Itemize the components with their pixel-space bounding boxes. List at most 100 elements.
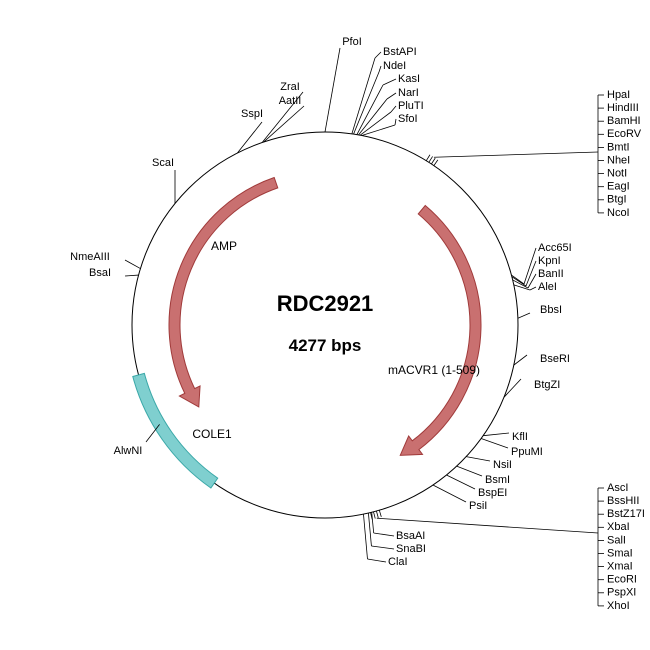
site-tick-bsai (124, 274, 139, 277)
site-tick-psii (432, 484, 467, 503)
site-label-noti: NotI (607, 168, 627, 180)
site-label-ecorv: EcoRV (607, 128, 642, 140)
site-label-aatii: AatII (279, 95, 302, 107)
site-label-sali: SalI (607, 534, 626, 546)
site-label-hpai: HpaI (607, 89, 630, 101)
site-label-acc65i: Acc65I (538, 242, 572, 254)
site-label-xmai: XmaI (607, 561, 633, 573)
site-leader-alei (529, 286, 537, 291)
site-label-alei: AleI (538, 281, 557, 293)
site-label-eagi: EagI (607, 181, 630, 193)
site-label-btgi: BtgI (607, 194, 627, 206)
site-label-bamhi: BamHI (607, 115, 641, 127)
site-tick-kfli (483, 432, 510, 437)
site-leader-clai (367, 558, 387, 563)
site-leader-kasi (382, 78, 397, 86)
mcs_bottom-tick (373, 511, 376, 519)
site-leader-banii (527, 273, 537, 289)
site-tick-bbsi (517, 312, 531, 319)
plasmid-size: 4277 bps (289, 336, 362, 355)
site-label-ndei: NdeI (383, 60, 406, 72)
site-tick-nari (358, 98, 388, 136)
feature-label-macvr1: mACVR1 (1-509) (388, 363, 480, 377)
site-label-bsshii: BssHII (607, 495, 639, 507)
plasmid-name: RDC2921 (277, 291, 374, 316)
site-label-sspi: SspI (241, 108, 263, 120)
feature-arrow-macvr1 (399, 204, 482, 456)
site-tick-snabi (368, 513, 372, 547)
site-label-kasi: KasI (398, 73, 420, 85)
site-label-zrai: ZraI (280, 81, 300, 93)
site-leader-ndei (378, 65, 382, 73)
mcs_bottom-tick (376, 510, 379, 518)
site-tick-sspi (237, 121, 263, 154)
mcs_bottom-hub-line (376, 517, 599, 534)
site-tick-bsaai (371, 512, 375, 534)
site-label-asci: AscI (607, 482, 628, 494)
site-leader-kpni (525, 260, 537, 287)
site-tick-clai (363, 514, 368, 560)
site-tick-bsmi (456, 465, 483, 477)
site-label-xbai: XbaI (607, 521, 630, 533)
site-label-bsaai: BsaAI (396, 530, 425, 542)
site-leader-bstapi (374, 51, 382, 59)
restriction-sites-layer: PfoI ZraI AatII SspI ScaI NmeAIII BsaI AlwNI Bbs… (70, 36, 645, 612)
site-leader-snabi (371, 545, 395, 550)
site-tick-sfoi (361, 124, 396, 136)
site-tick-ndei (353, 71, 380, 135)
site-tick-btgzi (503, 378, 522, 398)
site-tick-kpni (511, 276, 527, 287)
site-label-sfoi: SfoI (398, 113, 418, 125)
mcs_top-tick (428, 156, 433, 163)
mcs_bottom-tick (378, 510, 382, 518)
site-label-psii: PsiI (469, 500, 487, 512)
site-label-smai: SmaI (607, 547, 633, 559)
site-label-ppumi: PpuMI (511, 446, 543, 458)
site-label-bsmi: BsmI (485, 474, 510, 486)
site-label-nari: NarI (398, 87, 419, 99)
site-label-pluti: PluTI (398, 100, 424, 112)
site-label-hindiii: HindIII (607, 102, 639, 114)
site-tick-bstapi (351, 57, 376, 134)
site-label-ncoi: NcoI (607, 207, 630, 219)
site-label-nsii: NsiI (493, 459, 512, 471)
site-label-pspxi: PspXI (607, 587, 636, 599)
site-leader-nari (386, 92, 397, 100)
site-label-bstapi: BstAPI (383, 46, 417, 58)
site-tick-nmeaiii (124, 259, 141, 269)
site-label-bmti: BmtI (607, 141, 630, 153)
mcs_top-hub-line (433, 151, 599, 158)
site-label-xhoi: XhoI (607, 600, 630, 612)
site-tick-alwni (145, 424, 160, 443)
site-label-btgzi: BtgZI (534, 379, 560, 391)
site-tick-nsii (466, 456, 491, 462)
site-leader-acc65i (523, 247, 537, 285)
site-label-bseri: BseRI (540, 353, 570, 365)
site-tick-pluti (359, 111, 392, 136)
mcs_top-tick (433, 159, 439, 166)
site-label-scai: ScaI (152, 157, 174, 169)
site-label-banii: BanII (538, 268, 564, 280)
site-label-alwni: AlwNI (114, 445, 143, 457)
site-label-ecori: EcoRI (607, 574, 637, 586)
site-label-pfoi: PfoI (342, 36, 362, 48)
site-label-nmeaiii: NmeAIII (70, 251, 110, 263)
site-label-snabi: SnaBI (396, 543, 426, 555)
site-tick-kasi (356, 84, 384, 135)
site-tick-pfoi (324, 47, 341, 133)
feature-arrow-amp (168, 176, 279, 408)
site-label-kpni: KpnI (538, 255, 561, 267)
mcs_top-tick (431, 157, 436, 165)
site-label-bsai: BsaI (89, 267, 111, 279)
site-tick-zrai (261, 91, 304, 143)
site-tick-banii (512, 279, 529, 289)
site-tick-alei (513, 284, 531, 291)
site-tick-acc65i (511, 274, 525, 285)
site-label-bspei: BspEI (478, 487, 507, 499)
mcs_top-tick (425, 154, 431, 161)
site-tick-aatii (263, 105, 305, 143)
site-leader-pluti (390, 105, 397, 113)
site-label-bbsi: BbsI (540, 304, 562, 316)
